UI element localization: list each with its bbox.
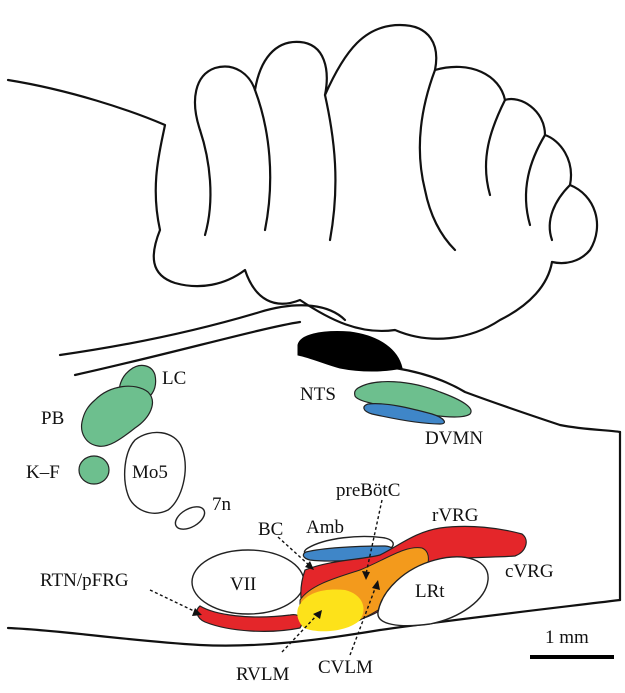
fourth-ventricle	[298, 332, 402, 371]
label-nts: NTS	[300, 384, 336, 405]
label-lrt: LRt	[415, 581, 445, 602]
label-cvlm: CVLM	[318, 657, 373, 678]
nerve-7n	[172, 502, 209, 534]
label-dvmn: DVMN	[425, 428, 483, 449]
nucleus-kf	[79, 456, 109, 484]
scale-bar: 1 mm	[530, 627, 614, 657]
label-rvrg: rVRG	[432, 505, 479, 526]
label-rtn-pfrg: RTN/pFRG	[40, 570, 129, 591]
label-cvrg: cVRG	[505, 561, 554, 582]
cerebellum-fissure-3	[325, 95, 335, 240]
label-mo5: Mo5	[132, 462, 168, 483]
scale-bar-label: 1 mm	[545, 627, 589, 648]
cerebellum-fissure-1	[200, 130, 210, 235]
label-pb: PB	[41, 408, 64, 429]
label-vii: VII	[230, 574, 256, 595]
cerebellum-outline	[8, 80, 552, 339]
label-lc: LC	[162, 368, 186, 389]
label-prebotc: preBötC	[336, 480, 400, 501]
label-7n: 7n	[212, 494, 232, 515]
brainstem-dorsal-inner	[75, 322, 300, 375]
cerebellum-fissure-2	[255, 90, 270, 230]
label-amb: Amb	[306, 517, 344, 538]
cerebellum-folia	[195, 25, 597, 263]
label-rvlm: RVLM	[236, 664, 289, 685]
arrow-rtn	[150, 590, 196, 612]
cerebellum	[8, 25, 597, 339]
label-bc: BC	[258, 519, 283, 540]
cerebellum-fissure-4	[420, 70, 455, 250]
nuclei	[79, 365, 526, 631]
cerebellum-fissure-6	[526, 135, 545, 225]
cerebellum-fissure-5	[486, 100, 505, 195]
label-kf: K–F	[26, 462, 60, 483]
cerebellum-fissure-7	[550, 185, 570, 240]
